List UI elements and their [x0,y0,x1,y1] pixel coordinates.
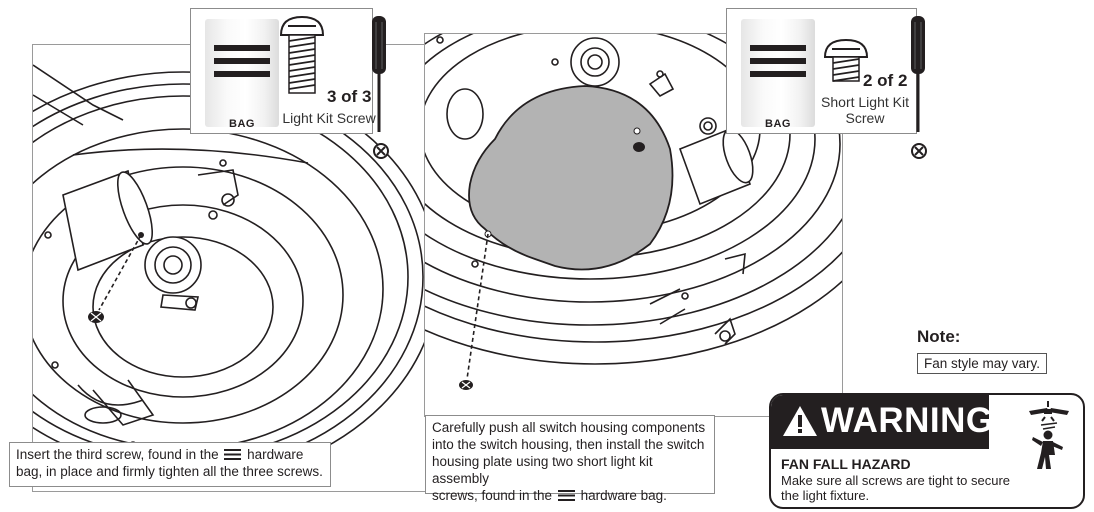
left-caption-text-c: bag, in place and firmly tighten all the… [16,464,323,479]
bag-label: BAG [229,118,255,130]
screwdriver-icon [372,16,386,132]
warning-triangle-icon [783,406,817,436]
left-caption-text-a: Insert the third screw, found in the [16,447,219,462]
right-illustration [424,33,843,417]
falling-fan-person-icon [1029,401,1069,469]
left-hardware-box: BAG 3 of 3 Light Kit Screw [190,8,376,134]
phillips-head-icon [373,143,389,159]
warning-header: WARNING [771,395,993,449]
bag-card: BAG [741,19,815,130]
right-caption-line4b: hardware bag. [580,488,667,503]
screwdriver-icon [911,16,925,132]
warning-heading: WARNING [821,401,994,440]
left-caption-text-b: hardware [247,447,304,462]
screw-count: 3 of 3 [327,87,372,106]
screw-icon [459,380,473,390]
bag-icon [557,490,575,501]
right-caption-line2: into the switch housing, then install th… [432,437,705,452]
hazard-text: Make sure all screws are tight to secure… [781,473,1011,503]
phillips-head-icon [911,143,927,159]
bag-icon [750,45,806,77]
bag-icon [214,45,270,77]
note-title: Note: [917,327,961,346]
switch-housing-plate [468,85,674,271]
kit-name: Short Light Kit Screw [815,94,915,126]
fan-motor-illustration-left [33,64,430,483]
kit-name-line1: Short Light Kit [821,94,909,110]
screw-icon [279,15,325,94]
bag-label: BAG [765,118,791,130]
screw-icon [88,311,104,323]
left-step-caption: Insert the third screw, found in the har… [9,442,331,487]
right-caption-line1: Carefully push all switch housing compon… [432,420,706,435]
screw-icon [823,38,869,82]
switch-housing-illustration [425,34,842,390]
screw-icon [633,142,645,152]
warning-box: WARNING FAN FALL HAZARD Make sure all sc… [769,393,1085,509]
hazard-title: FAN FALL HAZARD [781,456,911,472]
kit-name: Light Kit Screw [282,110,376,126]
kit-name-line2: Screw [845,110,885,126]
right-caption-line4a: screws, found in the [432,488,553,503]
right-caption-line3: housing plate using two short light kit … [432,454,653,486]
right-step-caption: Carefully push all switch housing compon… [425,415,715,503]
bag-icon [224,449,242,460]
note-text: Fan style may vary. [917,353,1048,374]
screw-count: 2 of 2 [863,71,908,90]
bag-card: BAG [205,19,279,130]
right-hardware-box: BAG 2 of 2 Short Light Kit Screw [726,8,917,134]
